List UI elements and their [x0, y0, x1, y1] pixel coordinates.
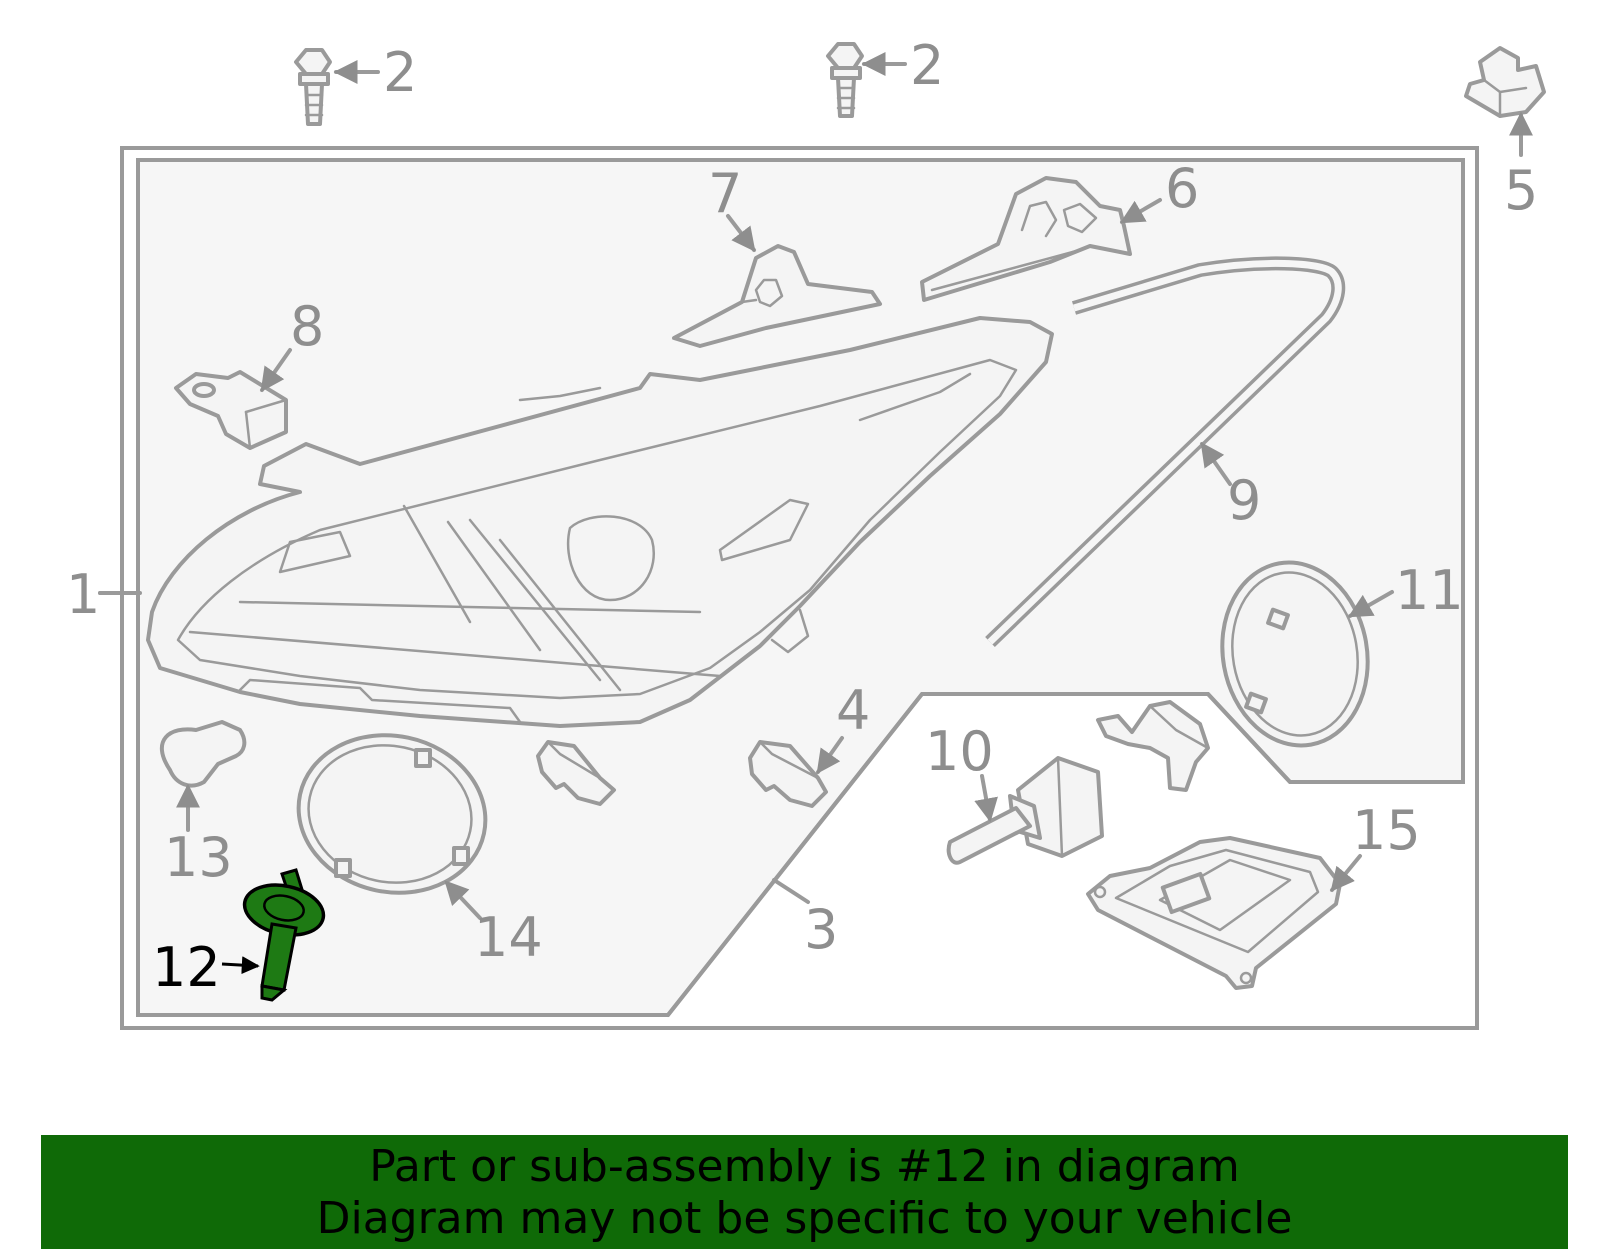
seal-strip-part-9[interactable] — [985, 256, 1346, 648]
dust-cap-part-11[interactable] — [1208, 551, 1382, 757]
clip-part-5[interactable] — [1464, 46, 1546, 118]
callout-3: 3 — [804, 898, 838, 961]
bolt-part-2a[interactable] — [294, 48, 332, 126]
callout-10: 10 — [925, 720, 994, 783]
clip-part-unlabeled[interactable] — [536, 740, 616, 806]
dust-cap-part-14[interactable] — [284, 718, 500, 910]
callout-15: 15 — [1352, 799, 1421, 862]
callout-5: 5 — [1504, 159, 1538, 222]
bracket-part-8[interactable] — [174, 370, 288, 450]
bolt-part-2b[interactable] — [826, 42, 864, 118]
info-banner: Part or sub-assembly is #12 in diagram D… — [41, 1135, 1568, 1249]
callout-13: 13 — [164, 826, 233, 889]
callout-12: 12 — [152, 936, 221, 999]
bracket-near-part-10[interactable] — [1096, 700, 1210, 792]
headlamp-bulb-part-12-highlighted[interactable] — [240, 868, 328, 1002]
banner-line-2: Diagram may not be specific to your vehi… — [316, 1193, 1293, 1244]
callout-4: 4 — [836, 679, 870, 742]
callout-6: 6 — [1165, 157, 1199, 220]
callout-2b: 2 — [910, 34, 944, 97]
bracket-part-7[interactable] — [672, 244, 882, 348]
banner-line-1: Part or sub-assembly is #12 in diagram — [369, 1141, 1240, 1192]
callout-9: 9 — [1227, 469, 1261, 532]
hid-bulb-part-10[interactable] — [946, 756, 1104, 865]
clip-part-4[interactable] — [748, 740, 828, 808]
callout-1: 1 — [66, 563, 100, 626]
callout-14: 14 — [474, 906, 543, 969]
subassembly-3-outline — [666, 692, 1465, 1017]
ballast-module-part-15[interactable] — [1086, 836, 1342, 990]
callout-2a: 2 — [383, 41, 417, 104]
parts-diagram: 2 2 5 7 6 8 — [66, 34, 1546, 1030]
callout-11: 11 — [1395, 559, 1464, 622]
headlamp-housing[interactable] — [146, 316, 1054, 728]
callout-7: 7 — [708, 162, 742, 225]
callout-8: 8 — [290, 295, 324, 358]
